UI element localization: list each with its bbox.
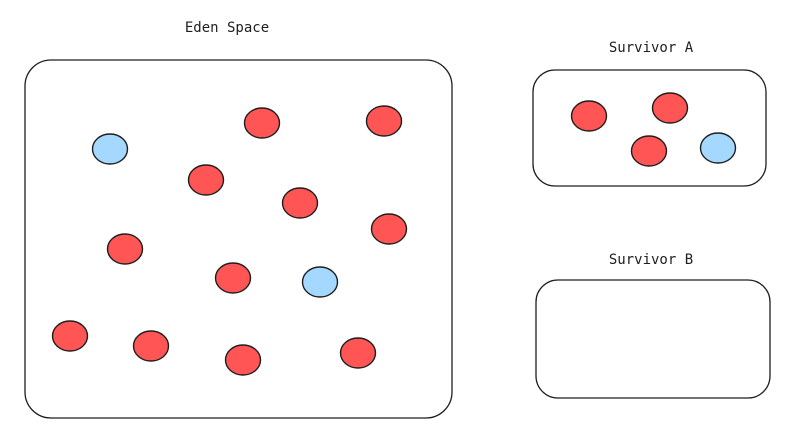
eden-space-box: [24, 59, 453, 419]
survivor-b-label: Survivor B: [608, 252, 694, 268]
eden-red-object: [224, 344, 262, 376]
eden-red-object: [51, 320, 89, 352]
survivor-a-label: Survivor A: [608, 40, 694, 56]
eden-red-object: [243, 107, 281, 139]
eden-red-object: [132, 330, 170, 362]
survivor-a-red-object: [630, 135, 668, 167]
survivor-b-box: [535, 279, 771, 399]
eden-red-object: [187, 164, 225, 196]
eden-red-object: [370, 213, 408, 245]
survivor-a-blue-object: [699, 132, 737, 164]
eden-red-object: [365, 105, 403, 137]
eden-blue-object: [91, 133, 129, 165]
survivor-a-red-object: [651, 92, 689, 124]
eden-red-object: [339, 337, 377, 369]
eden-blue-object: [301, 266, 339, 298]
eden-red-object: [106, 233, 144, 265]
eden-red-object: [214, 262, 252, 294]
survivor-a-box: [532, 69, 767, 187]
survivor-a-red-object: [570, 100, 608, 132]
eden-space-label: Eden Space: [184, 20, 270, 36]
eden-red-object: [281, 187, 319, 219]
